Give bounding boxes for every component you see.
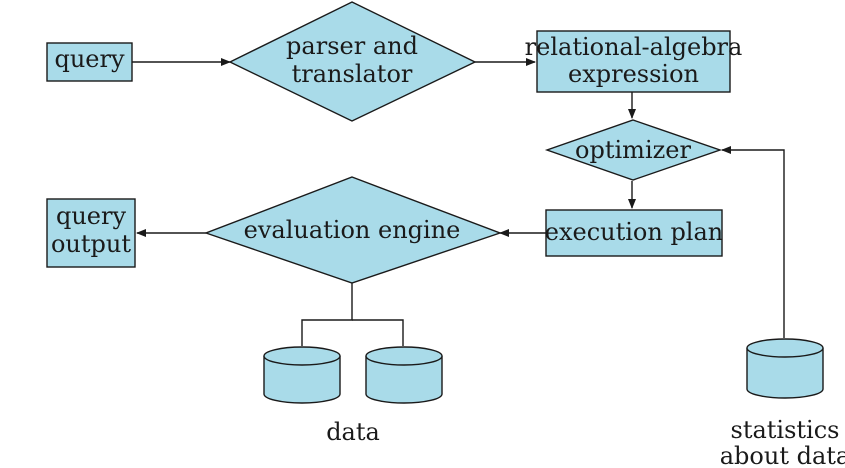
data-label: data [326,418,380,446]
optimizer-label: optimizer [575,136,691,164]
query-box: query [46,42,133,82]
execution-plan-box: execution plan [545,209,724,257]
statistics-label-line1: statistics [731,416,840,444]
query-output-label-line1: query [56,202,126,230]
line-evaluation-to-data-2 [352,319,404,346]
statistics-cylinder [746,338,824,399]
parser-label-line2: translator [292,60,413,88]
data-cylinder-1 [263,346,341,404]
relational-algebra-box: relational-algebra expression [525,30,743,93]
parser-translator-diamond: parser and translator [228,1,477,122]
evaluation-engine-label: evaluation engine [244,216,461,244]
line-evaluation-to-data [301,283,353,346]
query-label: query [54,45,124,73]
optimizer-diamond: optimizer [544,119,723,181]
query-output-box: query output [46,198,136,268]
parser-label-line1: parser and [286,32,418,60]
relalg-label-line1: relational-algebra [525,33,743,61]
data-cylinder-2 [365,346,443,404]
execution-plan-label: execution plan [545,218,724,246]
relalg-label-line2: expression [568,60,699,88]
query-output-label-line2: output [51,230,131,258]
arrow-statistics-to-optimizer [721,146,785,338]
connectors [132,58,785,346]
statistics-label-line2: about data [720,442,845,468]
evaluation-engine-diamond: evaluation engine [203,176,503,284]
